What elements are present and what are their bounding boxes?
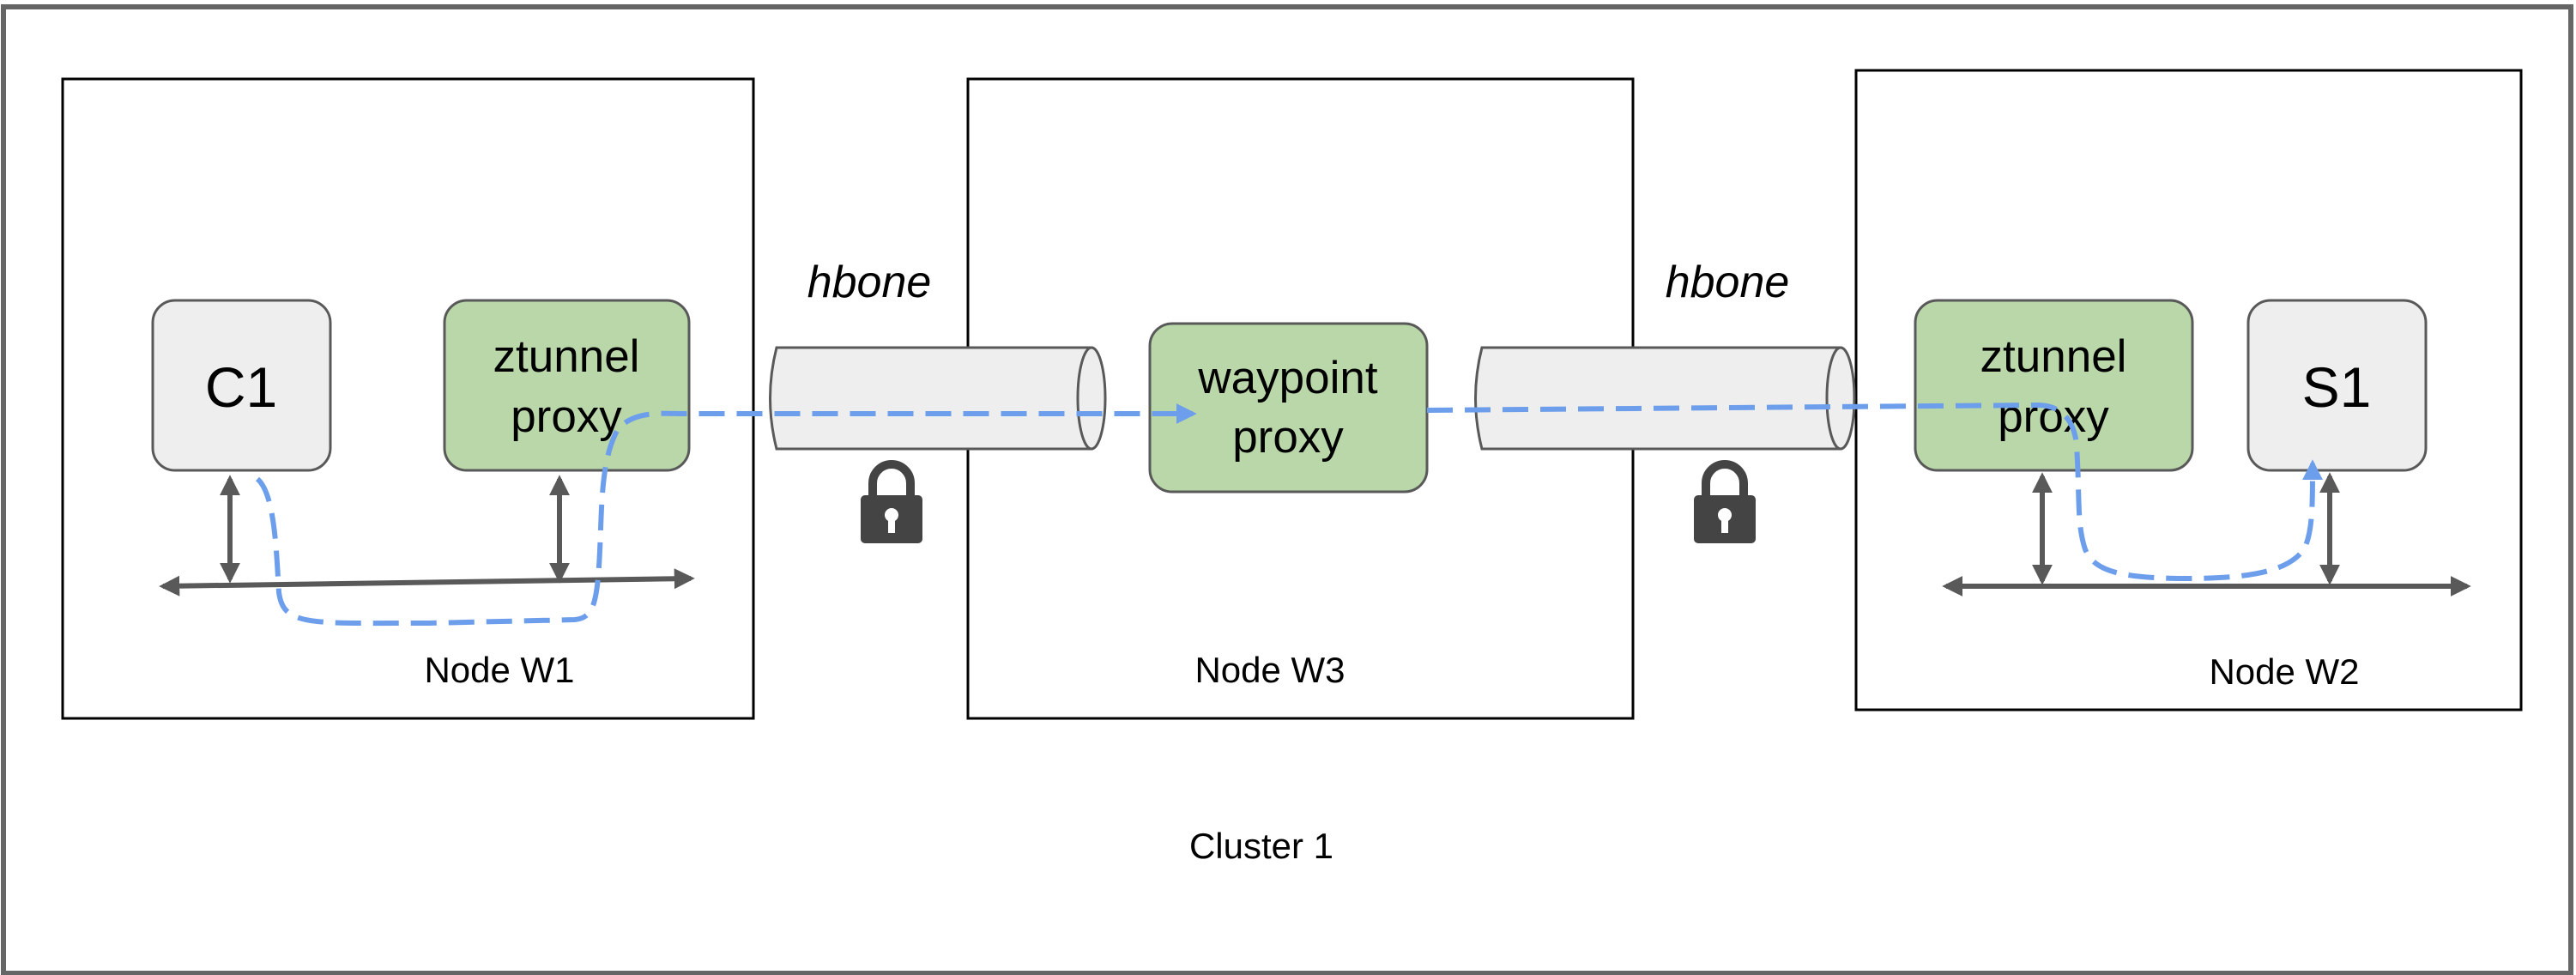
ztunnel-w1-label-line1: ztunnel [493,331,640,382]
lock-icon [1694,460,1756,543]
waypoint-label-line1: waypoint [1197,353,1377,403]
waypoint-proxy: waypoint proxy [1148,322,1429,494]
ztunnel-proxy-w1: ztunnel proxy [443,299,691,472]
c1-box: C1 [151,299,332,472]
hbone-tunnel-2 [1474,346,1856,451]
node-w1-label: Node W1 [424,650,574,690]
cluster-boundary [1,4,2573,975]
ztunnel-proxy-w2: ztunnel proxy [1914,299,2194,472]
ztunnel-w2-label-line1: ztunnel [1980,331,2127,382]
waypoint-label-line2: proxy [1232,412,1344,463]
node-w2-label: Node W2 [2209,651,2359,692]
tunnel-label: hbone [1666,257,1790,307]
ztunnel-w1-label-line2: proxy [511,391,622,442]
s1-label: S1 [2302,355,2372,419]
lock-icon [861,460,922,543]
ztunnel-w2-label-line2: proxy [1998,391,2109,442]
c1-label: C1 [205,355,277,419]
s1-box: S1 [2246,299,2428,472]
tunnel-label: hbone [807,257,932,307]
node-w3-label: Node W3 [1194,650,1345,690]
cluster-label: Cluster 1 [1189,826,1333,866]
hbone-tunnel-1 [769,346,1107,451]
node-w1-network-line [159,568,695,597]
